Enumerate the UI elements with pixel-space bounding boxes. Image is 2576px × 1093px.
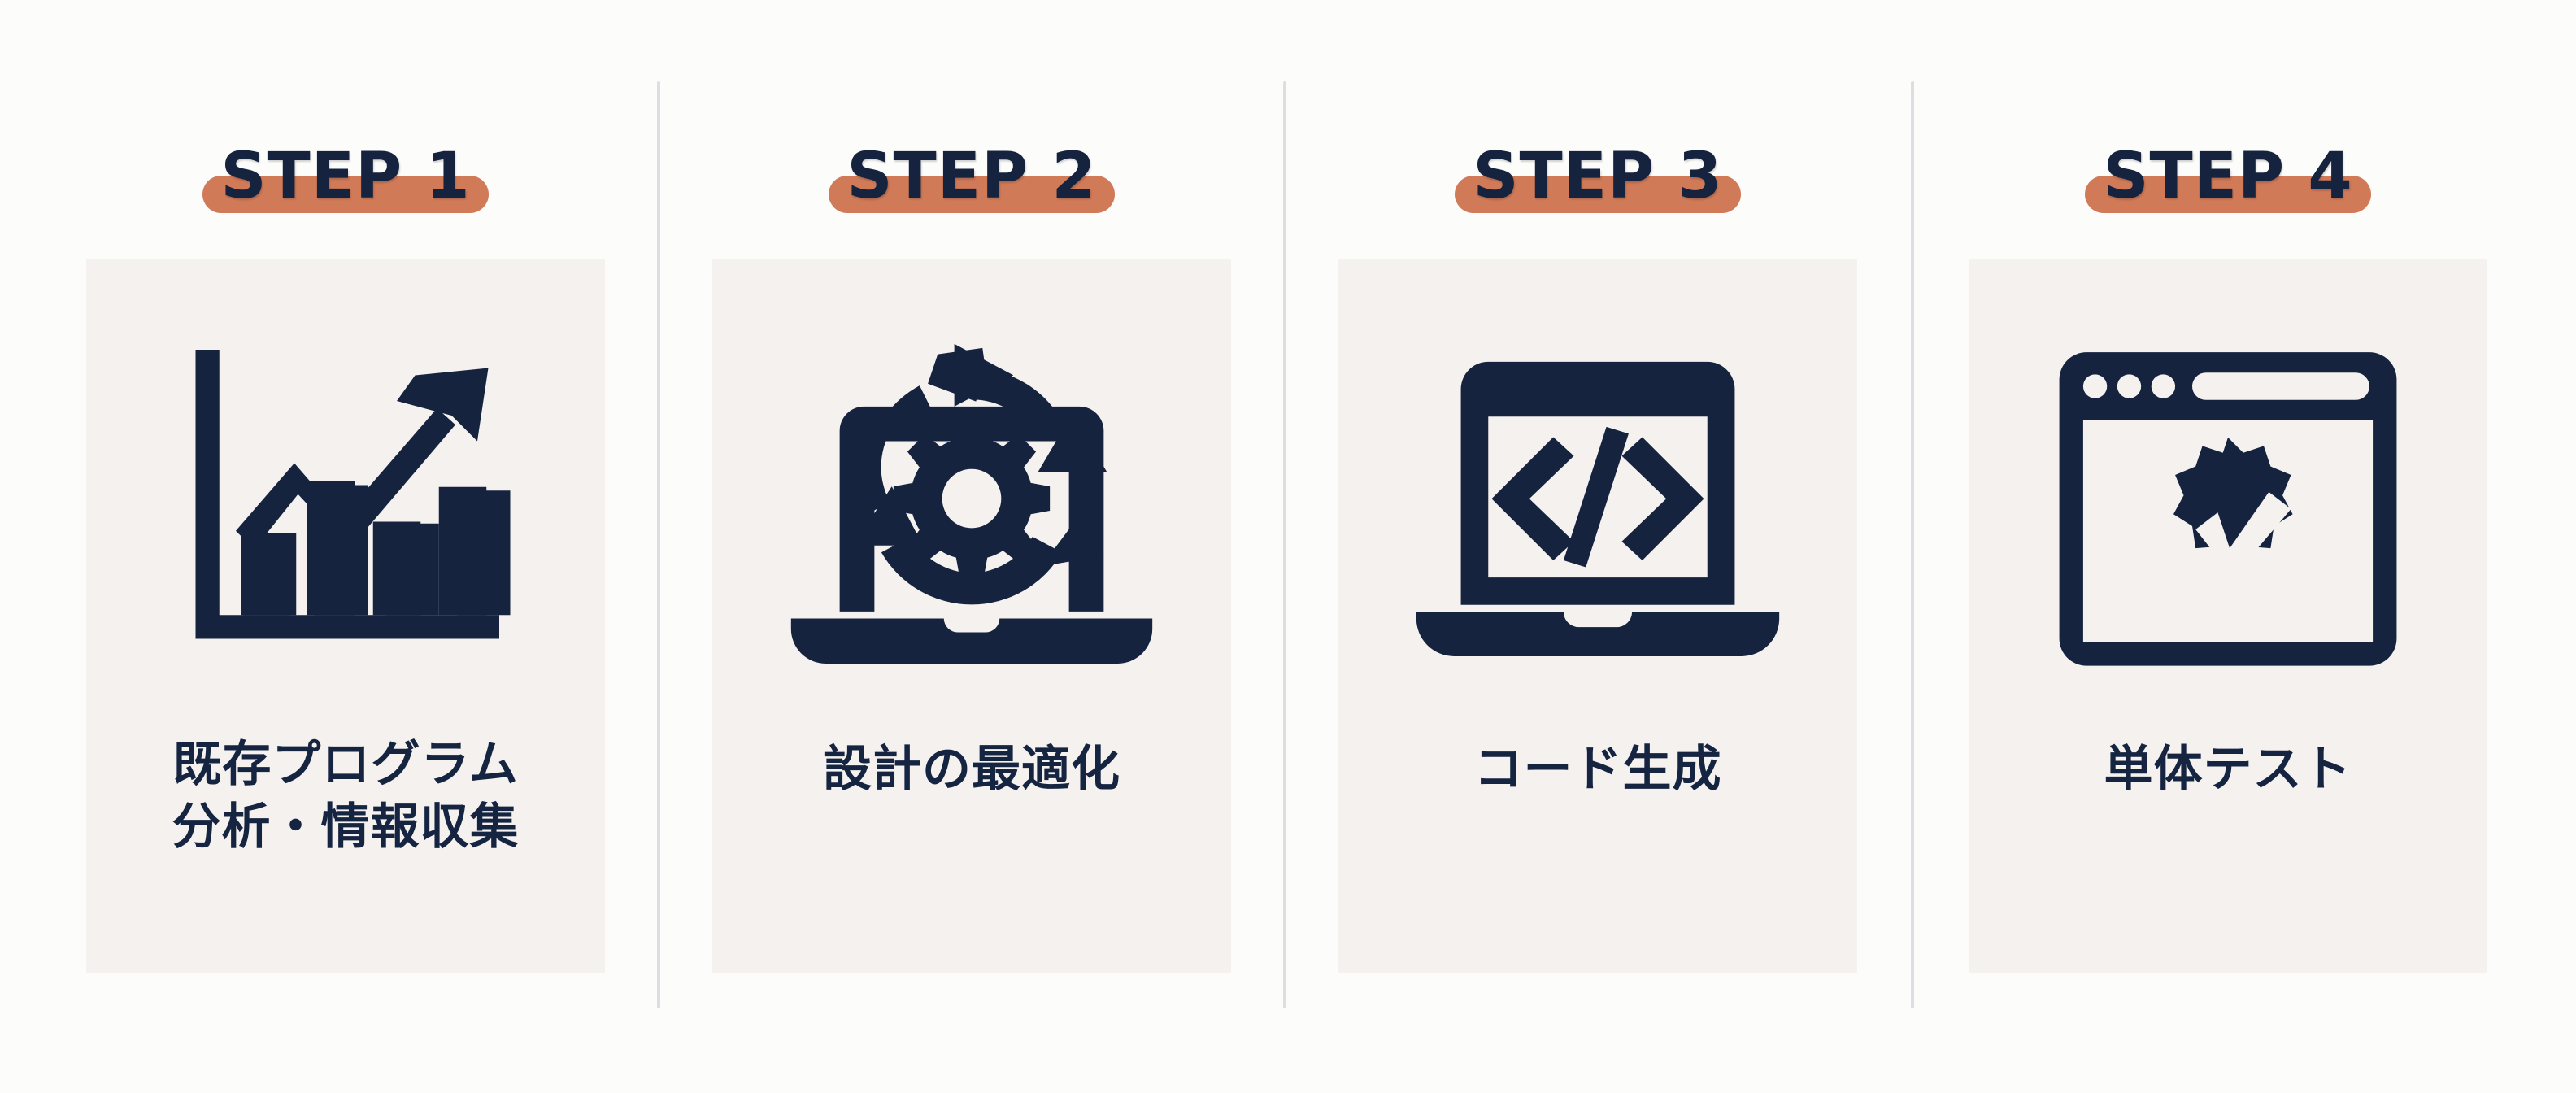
step-caption-1: 既存プログラム 分析・情報収集 — [172, 736, 520, 856]
column-divider-1 — [657, 81, 660, 1008]
growth-bar-chart-icon — [86, 259, 605, 730]
step-badge-label-1: STEP 1 — [220, 140, 471, 213]
column-divider-3 — [1911, 81, 1914, 1008]
step-badge-underline-1 — [202, 176, 489, 213]
step-badge-underline-2 — [829, 176, 1115, 213]
step-badge-underline-3 — [1455, 176, 1741, 213]
step-badge-label-2: STEP 2 — [846, 140, 1097, 213]
step-badge-underline-4 — [2085, 176, 2371, 213]
step-badge-3: STEP 3 — [1455, 140, 1741, 213]
step-badge-1: STEP 1 — [202, 140, 489, 213]
laptop-gear-refresh-icon — [712, 259, 1231, 730]
step-caption-2: 設計の最適化 — [823, 741, 1120, 798]
step-badge-4: STEP 4 — [2085, 140, 2371, 213]
laptop-code-icon — [1338, 259, 1857, 730]
step-caption-4: 単体テスト — [2104, 741, 2352, 798]
step-panel-2: 設計の最適化 — [712, 259, 1231, 973]
step-caption-3: コード生成 — [1473, 741, 1722, 798]
step-panel-1: 既存プログラム 分析・情報収集 — [86, 259, 605, 973]
step-badge-label-3: STEP 3 — [1473, 140, 1723, 213]
step-column-1[interactable]: STEP 1 — [69, 0, 622, 1093]
step-badge-label-4: STEP 4 — [2103, 140, 2353, 213]
step-column-3[interactable]: STEP 3 コード生成 — [1321, 0, 1874, 1093]
browser-verified-check-icon — [1969, 259, 2487, 730]
step-column-4[interactable]: STEP 4 単体テスト — [1952, 0, 2504, 1093]
step-badge-2: STEP 2 — [829, 140, 1115, 213]
step-panel-3: コード生成 — [1338, 259, 1857, 973]
column-divider-2 — [1283, 81, 1286, 1008]
step-column-2[interactable]: STEP 2 — [695, 0, 1248, 1093]
step-panel-4: 単体テスト — [1969, 259, 2487, 973]
